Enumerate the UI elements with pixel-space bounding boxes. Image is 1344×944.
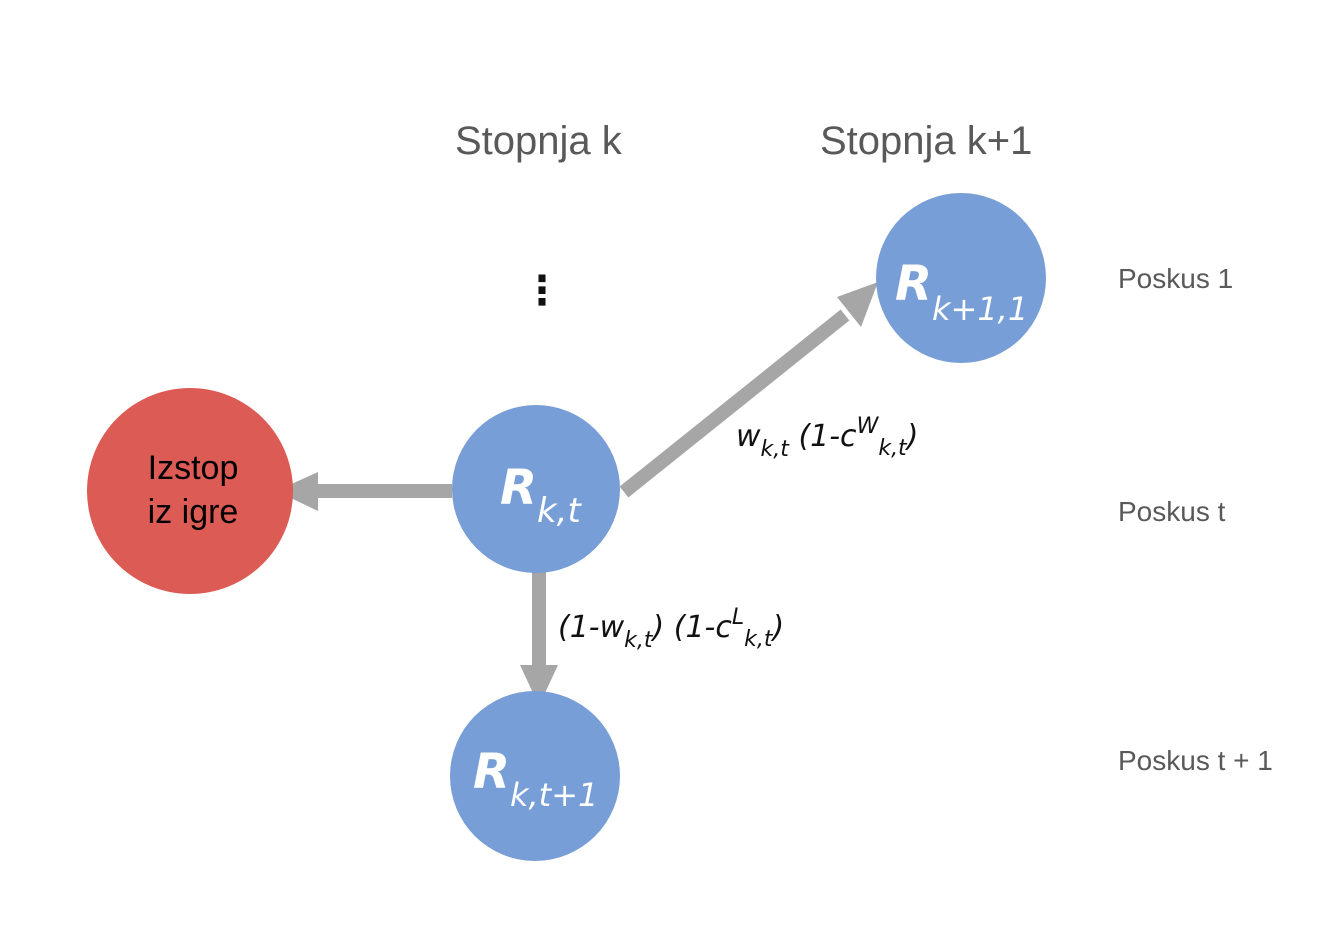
node-next-stage-label: Rk+1,1 [895, 256, 1028, 328]
win-probability-label: wk,t (1-cWk,t) [736, 414, 918, 462]
node-current-main: R [500, 460, 537, 516]
win-paren-close: ) [905, 419, 919, 454]
win-w: w [736, 419, 761, 454]
win-paren-open: (1-c [789, 419, 857, 454]
loss-open: (1-w [558, 610, 625, 645]
node-current: Rk,t [452, 405, 620, 573]
loss-sup: L [732, 605, 744, 630]
exit-node-line2: iz igre [148, 493, 239, 531]
node-next-try-main: R [473, 744, 510, 800]
node-current-sub: k,t [537, 491, 582, 531]
arrow-to-next-try [520, 570, 558, 706]
row-label-try-t1: Poskus t + 1 [1118, 745, 1273, 776]
arrow-to-exit [276, 472, 452, 511]
loss-sup-sub: k,t [744, 627, 774, 652]
row-label-try-1: Poskus 1 [1118, 263, 1233, 294]
stage-k1-header: Stopnja k+1 [820, 119, 1032, 163]
row-label-try-t: Poskus t [1118, 496, 1226, 527]
win-sup-sub: k,t [878, 436, 908, 461]
node-next-try-sub: k,t+1 [510, 776, 598, 814]
node-next-stage-sub: k+1,1 [932, 290, 1028, 328]
node-next-try-label: Rk,t+1 [473, 744, 598, 814]
loss-close: ) [771, 610, 785, 645]
node-next-try: Rk,t+1 [450, 691, 620, 861]
node-current-label: Rk,t [500, 460, 582, 531]
loss-mid: ) (1-c [651, 610, 733, 645]
node-next-stage-main: R [895, 256, 932, 312]
win-w-sub: k,t [761, 437, 791, 462]
loss-probability-label: (1-wk,t) (1-cLk,t) [558, 605, 784, 653]
exit-node: Izstop iz igre [87, 388, 293, 594]
win-sup: W [857, 414, 880, 439]
arrow-to-next-stage [619, 282, 878, 498]
loss-w-sub: k,t [624, 628, 654, 653]
vertical-ellipsis: ⋮ [522, 268, 562, 314]
node-next-stage: Rk+1,1 [876, 193, 1046, 363]
exit-node-line1: Izstop [148, 449, 239, 487]
stage-k-header: Stopnja k [455, 119, 623, 163]
